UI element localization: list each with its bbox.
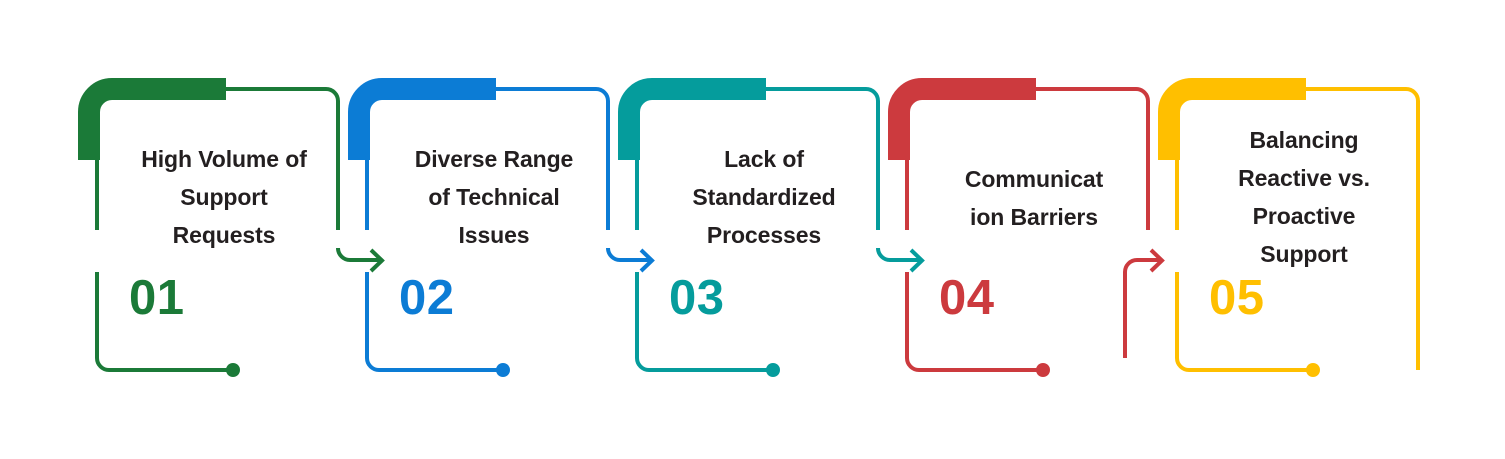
step-05-number: 05	[1209, 271, 1265, 325]
step-card-03[interactable]: Lack of Standardized Processes 03	[629, 78, 899, 378]
step-03-title-line-2: Standardized	[692, 184, 836, 210]
step-02-end-dot	[496, 363, 510, 377]
step-frame-05	[1158, 78, 1420, 377]
step-02-arrow-head-icon	[639, 248, 655, 273]
step-02-number: 02	[399, 271, 455, 325]
step-04-title-line-2: ion Barriers	[970, 204, 1098, 230]
step-03-left-line-lower	[635, 272, 768, 372]
step-card-02[interactable]: Diverse Range of Technical Issues 02	[359, 78, 629, 378]
step-02-title-line-3: Issues	[458, 222, 530, 248]
step-03-thick-corner	[618, 78, 766, 160]
step-04-end-dot	[1036, 363, 1050, 377]
step-01-title-line-2: Support	[180, 184, 268, 210]
step-05-top-right-line	[1306, 87, 1420, 370]
step-05-end-dot	[1306, 363, 1320, 377]
step-01-end-dot	[226, 363, 240, 377]
step-04-title: Communicat ion Barriers	[921, 160, 1147, 236]
step-04-left-line-lower	[905, 272, 1038, 372]
step-02-title-line-1: Diverse Range	[414, 146, 574, 172]
step-03-arrow-connector	[876, 247, 920, 262]
step-02-title: Diverse Range of Technical Issues	[381, 140, 607, 254]
step-02-thick-corner	[348, 78, 496, 160]
step-01-arrow-connector	[336, 247, 380, 262]
step-card-05[interactable]: Balancing Reactive vs. Proactive Support…	[1169, 78, 1439, 378]
step-04-arrow-head-icon	[1149, 248, 1165, 273]
step-frame-01	[78, 78, 385, 377]
step-05-left-line-lower	[1175, 272, 1308, 372]
step-02-top-right-line	[496, 87, 610, 230]
step-03-top-right-line	[766, 87, 880, 230]
step-05-title: Balancing Reactive vs. Proactive Support	[1191, 121, 1417, 273]
step-frame-03	[618, 78, 925, 377]
step-04-arrow-connector	[1123, 258, 1160, 358]
step-04-title-line-1: Communicat	[964, 166, 1104, 192]
step-card-04[interactable]: Communicat ion Barriers 04	[899, 78, 1169, 378]
step-05-thick-corner	[1158, 78, 1306, 160]
step-03-title-line-1: Lack of	[724, 146, 804, 172]
step-03-number: 03	[669, 271, 725, 325]
step-01-arrow-head-icon	[369, 248, 385, 273]
step-01-title: High Volume of Support Requests	[111, 140, 337, 254]
step-04-top-right-line	[1036, 87, 1150, 230]
step-05-title-line-2: Reactive vs.	[1238, 165, 1370, 191]
step-01-thick-corner	[78, 78, 226, 160]
step-05-title-line-4: Support	[1260, 241, 1348, 267]
step-03-title: Lack of Standardized Processes	[651, 140, 877, 254]
step-05-title-line-3: Proactive	[1252, 203, 1356, 229]
step-04-thick-corner	[888, 78, 1036, 160]
step-02-arrow-connector	[606, 247, 650, 262]
step-02-left-line-lower	[365, 272, 498, 372]
step-01-title-line-1: High Volume of	[141, 146, 307, 172]
step-01-top-right-line	[226, 87, 340, 230]
step-frame-02	[348, 78, 655, 377]
step-01-left-line-lower	[95, 272, 228, 372]
step-03-end-dot	[766, 363, 780, 377]
step-05-title-line-1: Balancing	[1249, 127, 1359, 153]
step-02-title-line-2: of Technical	[428, 184, 560, 210]
step-frame-04	[888, 78, 1165, 377]
step-01-title-line-3: Requests	[172, 222, 276, 248]
step-03-arrow-head-icon	[909, 248, 925, 273]
step-card-01[interactable]: High Volume of Support Requests 01	[89, 78, 359, 378]
step-01-number: 01	[129, 271, 185, 325]
step-03-title-line-3: Processes	[706, 222, 822, 248]
step-04-number: 04	[939, 271, 995, 325]
